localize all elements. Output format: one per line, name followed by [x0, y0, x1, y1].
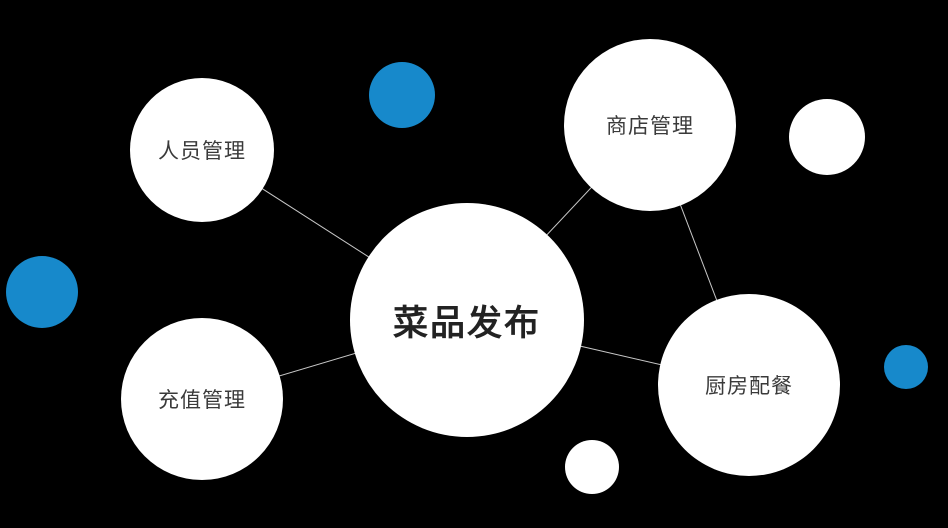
node-store-label: 商店管理	[606, 114, 694, 138]
node-personnel-label: 人员管理	[158, 139, 246, 163]
node-recharge-management[interactable]: 充值管理	[121, 318, 283, 480]
node-center-label: 菜品发布	[392, 303, 541, 344]
decor-circle-blue-right	[884, 345, 928, 389]
node-recharge-label: 充值管理	[158, 388, 246, 412]
node-kitchen-label: 厨房配餐	[705, 374, 793, 398]
decor-circle-blue-left	[6, 256, 78, 328]
decor-circle-white-bottom	[565, 440, 619, 494]
decor-circle-blue-top	[369, 62, 435, 128]
node-store-management[interactable]: 商店管理	[564, 39, 736, 211]
node-dish-publish[interactable]: 菜品发布	[350, 203, 584, 437]
node-kitchen-catering[interactable]: 厨房配餐	[658, 294, 840, 476]
decor-circle-white-right	[789, 99, 865, 175]
node-personnel-management[interactable]: 人员管理	[130, 78, 274, 222]
